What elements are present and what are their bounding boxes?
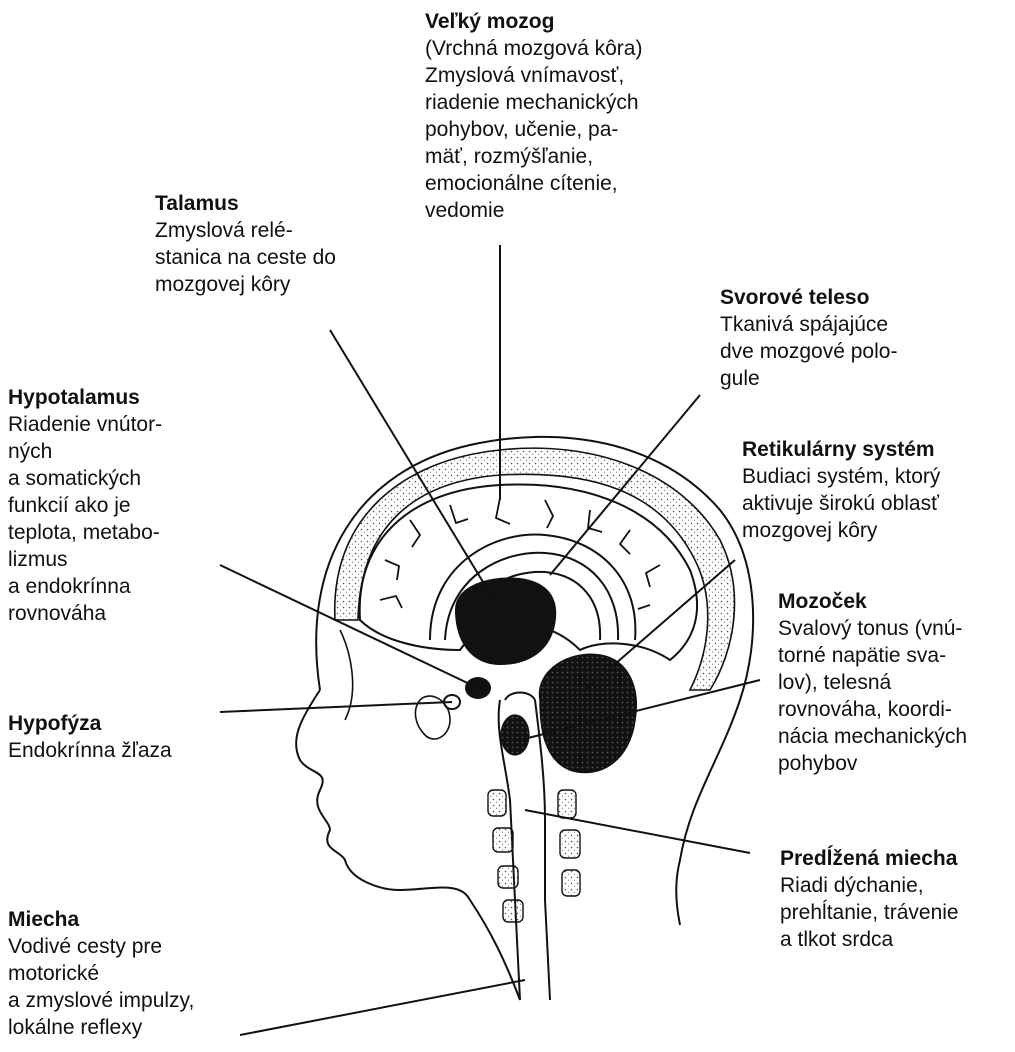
velky-mozog-title: Veľký mozog xyxy=(425,8,642,35)
label-svorove-teleso: Svorové teleso Tkanivá spájajúce dve moz… xyxy=(720,284,897,392)
talamus-title: Talamus xyxy=(155,190,336,217)
miecha-line: lokálne reflexy xyxy=(8,1014,194,1041)
velky-mozog-line: Zmyslová vnímavosť, xyxy=(425,62,642,89)
hypotalamus-line: a endokrínna xyxy=(8,573,162,600)
hypotalamus-line: a somatických xyxy=(8,465,162,492)
pons xyxy=(501,715,529,755)
predlzena-miecha-title: Predĺžená miecha xyxy=(780,845,959,872)
miecha-line: a zmyslové impulzy, xyxy=(8,987,194,1014)
label-retikularny-system: Retikulárny systém Budiaci systém, ktorý… xyxy=(742,436,940,544)
miecha-title: Miecha xyxy=(8,906,194,933)
hypotalamus-line: funkcií ako je xyxy=(8,492,162,519)
mozocek-title: Mozoček xyxy=(778,588,967,615)
label-talamus: Talamus Zmyslová relé- stanica na ceste … xyxy=(155,190,336,298)
hypotalamus-line: rovnováha xyxy=(8,600,162,627)
talamus-line: mozgovej kôry xyxy=(155,271,336,298)
hypotalamus-line: lizmus xyxy=(8,546,162,573)
mozocek-line: lov), telesná xyxy=(778,669,967,696)
thalamus xyxy=(455,577,556,665)
cerebellum xyxy=(540,654,637,772)
label-hypofyza: Hypofýza Endokrínna žľaza xyxy=(8,710,172,764)
hypotalamus-line: ných xyxy=(8,438,162,465)
vertebrae xyxy=(488,790,580,922)
hypofyza-title: Hypofýza xyxy=(8,710,172,737)
mozocek-line: rovnováha, koordi- xyxy=(778,696,967,723)
talamus-line: stanica na ceste do xyxy=(155,244,336,271)
svorove-teleso-line: gule xyxy=(720,365,897,392)
talamus-line: Zmyslová relé- xyxy=(155,217,336,244)
miecha-line: Vodivé cesty pre xyxy=(8,933,194,960)
leader-predlzena-miecha xyxy=(525,810,750,853)
label-velky-mozog: Veľký mozog (Vrchná mozgová kôra) Zmyslo… xyxy=(425,8,642,224)
label-hypotalamus: Hypotalamus Riadenie vnútor- ných a soma… xyxy=(8,384,162,627)
hypofyza-line: Endokrínna žľaza xyxy=(8,737,172,764)
retikularny-system-line: Budiaci systém, ktorý xyxy=(742,463,940,490)
miecha-line: motorické xyxy=(8,960,194,987)
velky-mozog-line: mäť, rozmýšľanie, xyxy=(425,143,642,170)
mozocek-line: pohybov xyxy=(778,750,967,777)
predlzena-miecha-line: a tlkot srdca xyxy=(780,926,959,953)
label-miecha: Miecha Vodivé cesty pre motorické a zmys… xyxy=(8,906,194,1041)
leader-miecha xyxy=(240,980,525,1035)
leader-hypofyza xyxy=(220,702,452,712)
retikularny-system-line: mozgovej kôry xyxy=(742,517,940,544)
predlzena-miecha-line: Riadi dýchanie, xyxy=(780,872,959,899)
velky-mozog-line: pohybov, učenie, pa- xyxy=(425,116,642,143)
hypotalamus-line: teplota, metabo- xyxy=(8,519,162,546)
svorove-teleso-title: Svorové teleso xyxy=(720,284,897,311)
mozocek-line: torné napätie sva- xyxy=(778,642,967,669)
svorove-teleso-line: Tkanivá spájajúce xyxy=(720,311,897,338)
mozocek-line: Svalový tonus (vnú- xyxy=(778,615,967,642)
mozocek-line: nácia mechanických xyxy=(778,723,967,750)
velky-mozog-line: (Vrchná mozgová kôra) xyxy=(425,35,642,62)
label-mozocek: Mozoček Svalový tonus (vnú- torné napäti… xyxy=(778,588,967,777)
retikularny-system-title: Retikulárny systém xyxy=(742,436,940,463)
velky-mozog-line: riadenie mechanických xyxy=(425,89,642,116)
hypotalamus-title: Hypotalamus xyxy=(8,384,162,411)
velky-mozog-line: vedomie xyxy=(425,197,642,224)
svorove-teleso-line: dve mozgové polo- xyxy=(720,338,897,365)
predlzena-miecha-line: prehĺtanie, trávenie xyxy=(780,899,959,926)
label-predlzena-miecha: Predĺžená miecha Riadi dýchanie, prehĺta… xyxy=(780,845,959,953)
hypotalamus-line: Riadenie vnútor- xyxy=(8,411,162,438)
velky-mozog-line: emocionálne cítenie, xyxy=(425,170,642,197)
retikularny-system-line: aktivuje širokú oblasť xyxy=(742,490,940,517)
